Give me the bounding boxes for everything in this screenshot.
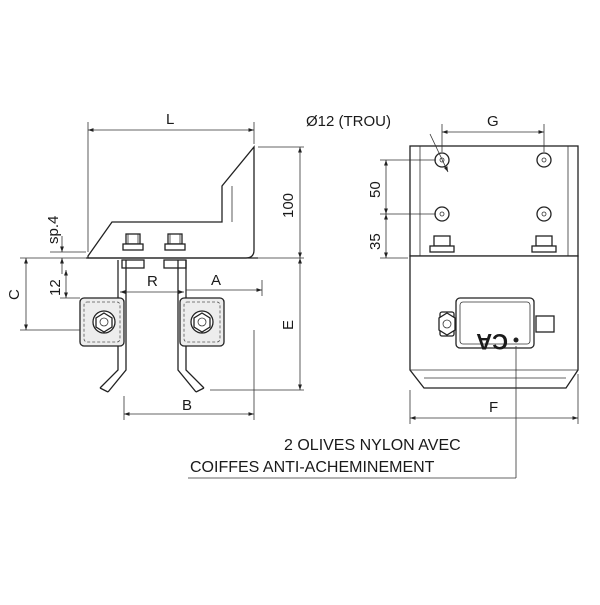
logo-text: CA [476,329,508,354]
logo-block: CA [438,297,555,354]
dim-label-F: F [489,399,498,416]
note-line-2: COIFFES ANTI-ACHEMINEMENT [190,459,435,476]
dim-label-E: E [280,320,297,330]
dim-label-100: 100 [280,193,297,218]
roller-right [179,297,225,347]
dim-label-G: G [487,113,499,130]
dim-label-R: R [147,273,158,290]
dim-label-B: B [182,397,192,414]
note-leader [188,346,517,479]
arm-right [177,260,205,393]
front-view: CA 50 35 G Ø12 (TROU) F [188,113,579,479]
bolt-right [164,233,186,251]
dim-label-L: L [166,111,174,128]
hole-diameter-label: Ø12 (TROU) [306,113,391,130]
bolt-left [122,233,144,251]
dim-label-12: 12 [47,279,64,296]
roller-left [79,297,125,347]
dim-label-35: 35 [367,233,384,250]
hole-bottom-right [536,206,552,222]
arm-left [99,260,127,393]
dim-label-50: 50 [367,181,384,198]
dim-label-C: C [6,289,23,300]
note-line-1: 2 OLIVES NYLON AVEC [284,437,461,454]
hole-top-right [536,152,552,168]
dim-label-A: A [211,272,221,289]
side-view: L 100 E sp.4 C 12 R A [6,111,304,420]
dim-label-sp4: sp.4 [45,216,62,244]
